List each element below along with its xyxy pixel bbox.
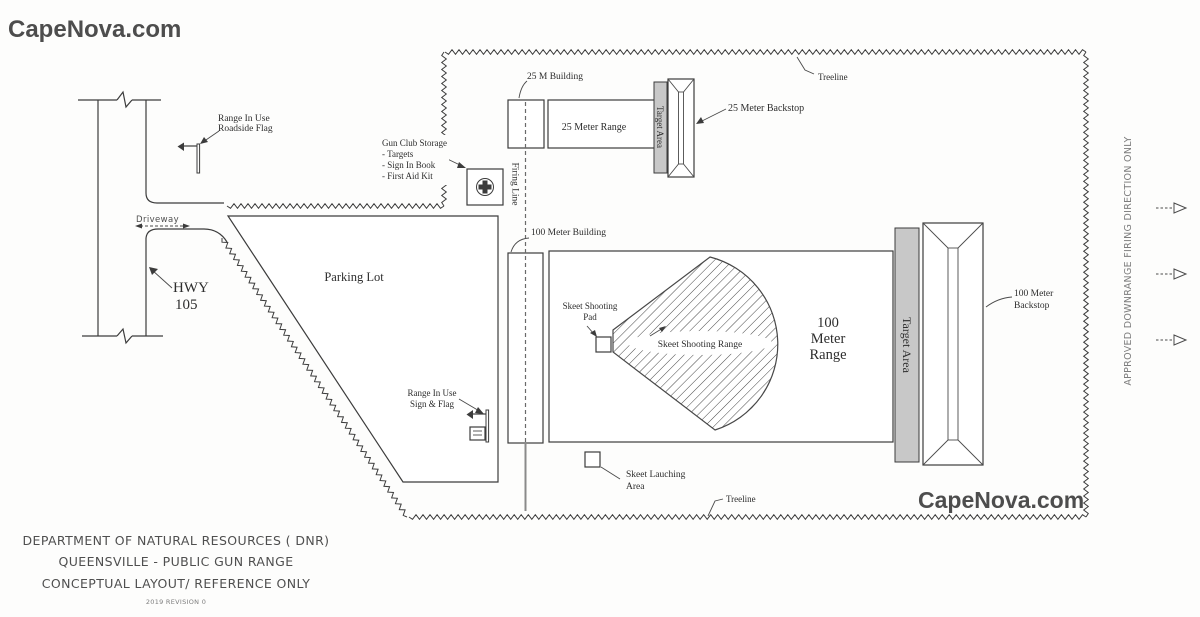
direction-arrow-icon — [1156, 202, 1188, 214]
gun-club-label-line1: Gun Club Storage — [382, 138, 447, 148]
skeet-pad-label-line1: Skeet Shooting — [563, 301, 618, 311]
road-break-symbol-top — [116, 90, 133, 109]
title-line2: QUEENSVILLE - PUBLIC GUN RANGE — [58, 554, 293, 569]
title-line1: DEPARTMENT OF NATURAL RESOURCES ( DNR) — [23, 533, 330, 548]
treeline-west — [226, 202, 445, 210]
range-25m-label: 25 Meter Range — [562, 122, 627, 133]
skeet-launch-label-line2: Area — [626, 482, 645, 492]
roadside-flag-icon — [177, 142, 201, 174]
title-block: DEPARTMENT OF NATURAL RESOURCES ( DNR) Q… — [23, 533, 330, 606]
backstop-100m — [922, 222, 984, 466]
skeet-range-label: Skeet Shooting Range — [658, 340, 742, 350]
title-revision: 2019 REVISION 0 — [146, 598, 206, 606]
firing-line-label: Firing Line — [510, 162, 520, 205]
driveway-label: Driveway — [136, 215, 179, 225]
downrange-side-note: APPROVED DOWNRANGE FIRING DIRECTION ONLY — [1123, 136, 1134, 385]
treeline-top-label: Treeline — [818, 72, 848, 82]
highway-105-road — [78, 90, 163, 345]
skeet-shooting-range-fan — [612, 256, 779, 431]
range-100m-label-line2: Meter — [811, 331, 846, 347]
treeline-bottom-label: Treeline — [726, 494, 756, 504]
roadside-flag-label-line1: Range In Use — [218, 114, 270, 124]
treeline-top — [444, 48, 1087, 56]
roadside-flag-label-line2: Roadside Flag — [218, 124, 273, 134]
skeet-launching-square — [584, 451, 601, 468]
backstop-100m-label-line1: 100 Meter — [1014, 289, 1054, 299]
gun-club-label-line4: - First Aid Kit — [382, 171, 433, 181]
treeline-bottom — [408, 513, 1087, 521]
sign-and-flag-icon — [466, 409, 490, 443]
title-line3: CONCEPTUAL LAYOUT/ REFERENCE ONLY — [42, 576, 310, 591]
direction-arrow-icon — [1156, 268, 1188, 280]
highway-label-line2: 105 — [175, 297, 198, 313]
backstop-100m-label-line2: Backstop — [1014, 301, 1050, 311]
gun-club-label-mask — [379, 135, 449, 185]
sign-flag-label-line1: Range In Use — [408, 388, 457, 398]
parking-lot-outline — [226, 215, 499, 483]
skeet-pad-label-line2: Pad — [583, 312, 597, 322]
sign-flag-label-line2: Sign & Flag — [410, 399, 455, 409]
range-100m-label-line1: 100 — [817, 315, 839, 331]
storage-symbol-icon — [476, 178, 494, 196]
skeet-shooting-pad-square — [595, 336, 612, 353]
gun-club-storage-building — [466, 168, 504, 206]
downrange-direction-arrows — [1156, 202, 1188, 346]
watermark-top-left: CapeNova.com — [8, 16, 181, 43]
target-area-25m-strip — [653, 81, 668, 174]
direction-arrow-icon — [1156, 334, 1188, 346]
treeline-right — [1082, 51, 1090, 518]
leader-lines — [149, 56, 1013, 517]
watermark-bottom-right: CapeNova.com — [918, 487, 1084, 513]
target-area-25m-label: Target Area — [655, 106, 665, 148]
gun-club-label-line2: - Targets — [382, 149, 414, 159]
backstop-25m — [667, 78, 695, 178]
range-100m-label-line3: Range — [809, 347, 846, 363]
building-25m-label: 25 M Building — [527, 72, 583, 82]
driveway — [135, 192, 228, 243]
range-25m-outline — [547, 99, 656, 149]
gun-club-label-line3: - Sign In Book — [382, 160, 436, 170]
building-100m-label: 100 Meter Building — [531, 228, 606, 238]
skeet-label-callout — [628, 331, 772, 355]
road-break-symbol-bottom — [116, 327, 133, 345]
target-area-100m-strip — [894, 227, 920, 463]
target-area-100m-label: Target Area — [900, 317, 914, 374]
backstop-25m-label: 25 Meter Backstop — [728, 103, 804, 114]
skeet-launch-label-line1: Skeet Lauching — [626, 470, 686, 480]
highway-label-line1: HWY — [173, 280, 209, 296]
parking-lot-label: Parking Lot — [324, 270, 384, 284]
treeline-diagonal — [221, 238, 408, 518]
